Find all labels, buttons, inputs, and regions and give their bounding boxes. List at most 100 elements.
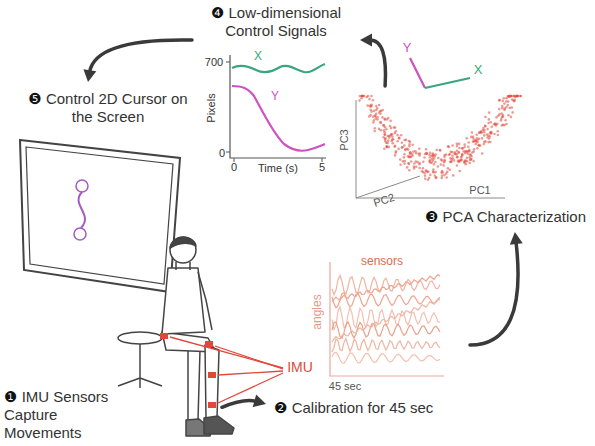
scatter-point [487, 122, 490, 125]
scatter-point [440, 163, 443, 166]
scatter-point [375, 117, 378, 120]
axis-tick-label: 5 [319, 161, 325, 173]
axis-tick-label: 45 sec [329, 380, 361, 392]
scatter-point [482, 127, 485, 130]
scatter-point [456, 156, 459, 159]
scatter-point [391, 142, 394, 145]
scatter-point [475, 133, 478, 136]
scatter-point [411, 154, 414, 157]
scatter-point [484, 125, 487, 128]
imu-sensor [208, 402, 216, 408]
scatter-point [461, 155, 464, 158]
step-title: Calibration for 45 sec [292, 399, 434, 416]
scatter-point [448, 154, 451, 157]
y-signal [232, 86, 325, 151]
scatter-point [511, 111, 514, 114]
scatter-point [470, 155, 473, 158]
scatter-point [501, 100, 504, 103]
scatter-point [398, 137, 401, 140]
scatter-point [429, 151, 432, 154]
scatter-point [389, 125, 392, 128]
scatter-point [425, 148, 428, 151]
scatter-point [514, 95, 517, 98]
scatter-point [513, 100, 516, 103]
scatter-point [467, 141, 470, 144]
scatter-point [386, 142, 389, 145]
scatter-point [407, 148, 410, 151]
callout-label: IMU [287, 360, 313, 375]
scatter-point [446, 171, 449, 174]
scatter-point [459, 160, 462, 163]
scatter-point [404, 160, 407, 163]
scatter-point [384, 140, 387, 143]
scatter-point [408, 156, 411, 159]
step-group: ❺ Control 2D Cursor on the Screen [12, 86, 212, 292]
scatter-point [495, 116, 498, 119]
scatter-point [480, 132, 483, 135]
arrow-head [253, 395, 266, 408]
scatter-point [394, 132, 397, 135]
pc-axis-label: PC1 [469, 184, 490, 196]
step-caption: ❷ Calibration for 45 sec [274, 399, 433, 417]
scatter-point [458, 147, 461, 150]
scatter-point [408, 163, 411, 166]
scatter-point [378, 128, 381, 131]
scatter-point [488, 111, 491, 114]
scatter-point [473, 148, 476, 151]
arm [198, 272, 212, 330]
scatter-point [453, 159, 456, 162]
imu-sensor [205, 341, 213, 347]
arrow-head [510, 232, 523, 245]
scatter-point [387, 117, 390, 120]
leader-line [215, 346, 283, 369]
pc-axis-label: PC2 [372, 191, 396, 209]
scatter-point [435, 153, 438, 156]
screen-frame [20, 140, 180, 292]
scatter-point [375, 105, 378, 108]
scatter-point [500, 112, 503, 115]
scatter-point [437, 165, 440, 168]
pca-plot [356, 58, 522, 198]
scatter-point [504, 119, 507, 122]
scatter-point [415, 165, 418, 168]
flow-arrow [83, 40, 192, 82]
scatter-point [442, 164, 445, 167]
scatter-point [398, 137, 401, 140]
torso [162, 268, 205, 334]
scatter-point [432, 171, 435, 174]
scatter-point [370, 95, 373, 98]
hair [170, 237, 196, 248]
signal-name: X [254, 50, 262, 63]
scatter-point [370, 110, 373, 113]
scatter-point [413, 167, 416, 170]
scatter-point [374, 127, 377, 130]
signal-name: Y [271, 90, 279, 103]
scatter-point [471, 131, 474, 134]
scatter-point [383, 133, 386, 136]
sensor-traces [332, 275, 440, 364]
scatter-point [433, 163, 436, 166]
scatter-point [505, 106, 508, 109]
scatter-point [472, 140, 475, 143]
cursor-path [79, 192, 85, 228]
scatter-point [487, 141, 490, 144]
person-figure [118, 237, 234, 436]
imu-sensor [160, 333, 168, 339]
scatter-point [483, 143, 486, 146]
scatter-point [428, 154, 431, 157]
scatter-point [405, 139, 408, 142]
scatter-point [423, 156, 426, 159]
scatter-point [505, 100, 508, 103]
scatter-point [488, 118, 491, 121]
scatter-point [381, 116, 384, 119]
scatter-point [401, 146, 404, 149]
scatter-point [439, 149, 442, 152]
step-title: IMU Sensors Capture Movements [4, 388, 108, 441]
stool-base [118, 344, 162, 388]
scatter-point [393, 126, 396, 129]
scatter-point [439, 149, 442, 152]
scatter-point [401, 146, 404, 149]
scatter-point [427, 179, 430, 182]
scatter-point [424, 177, 427, 180]
